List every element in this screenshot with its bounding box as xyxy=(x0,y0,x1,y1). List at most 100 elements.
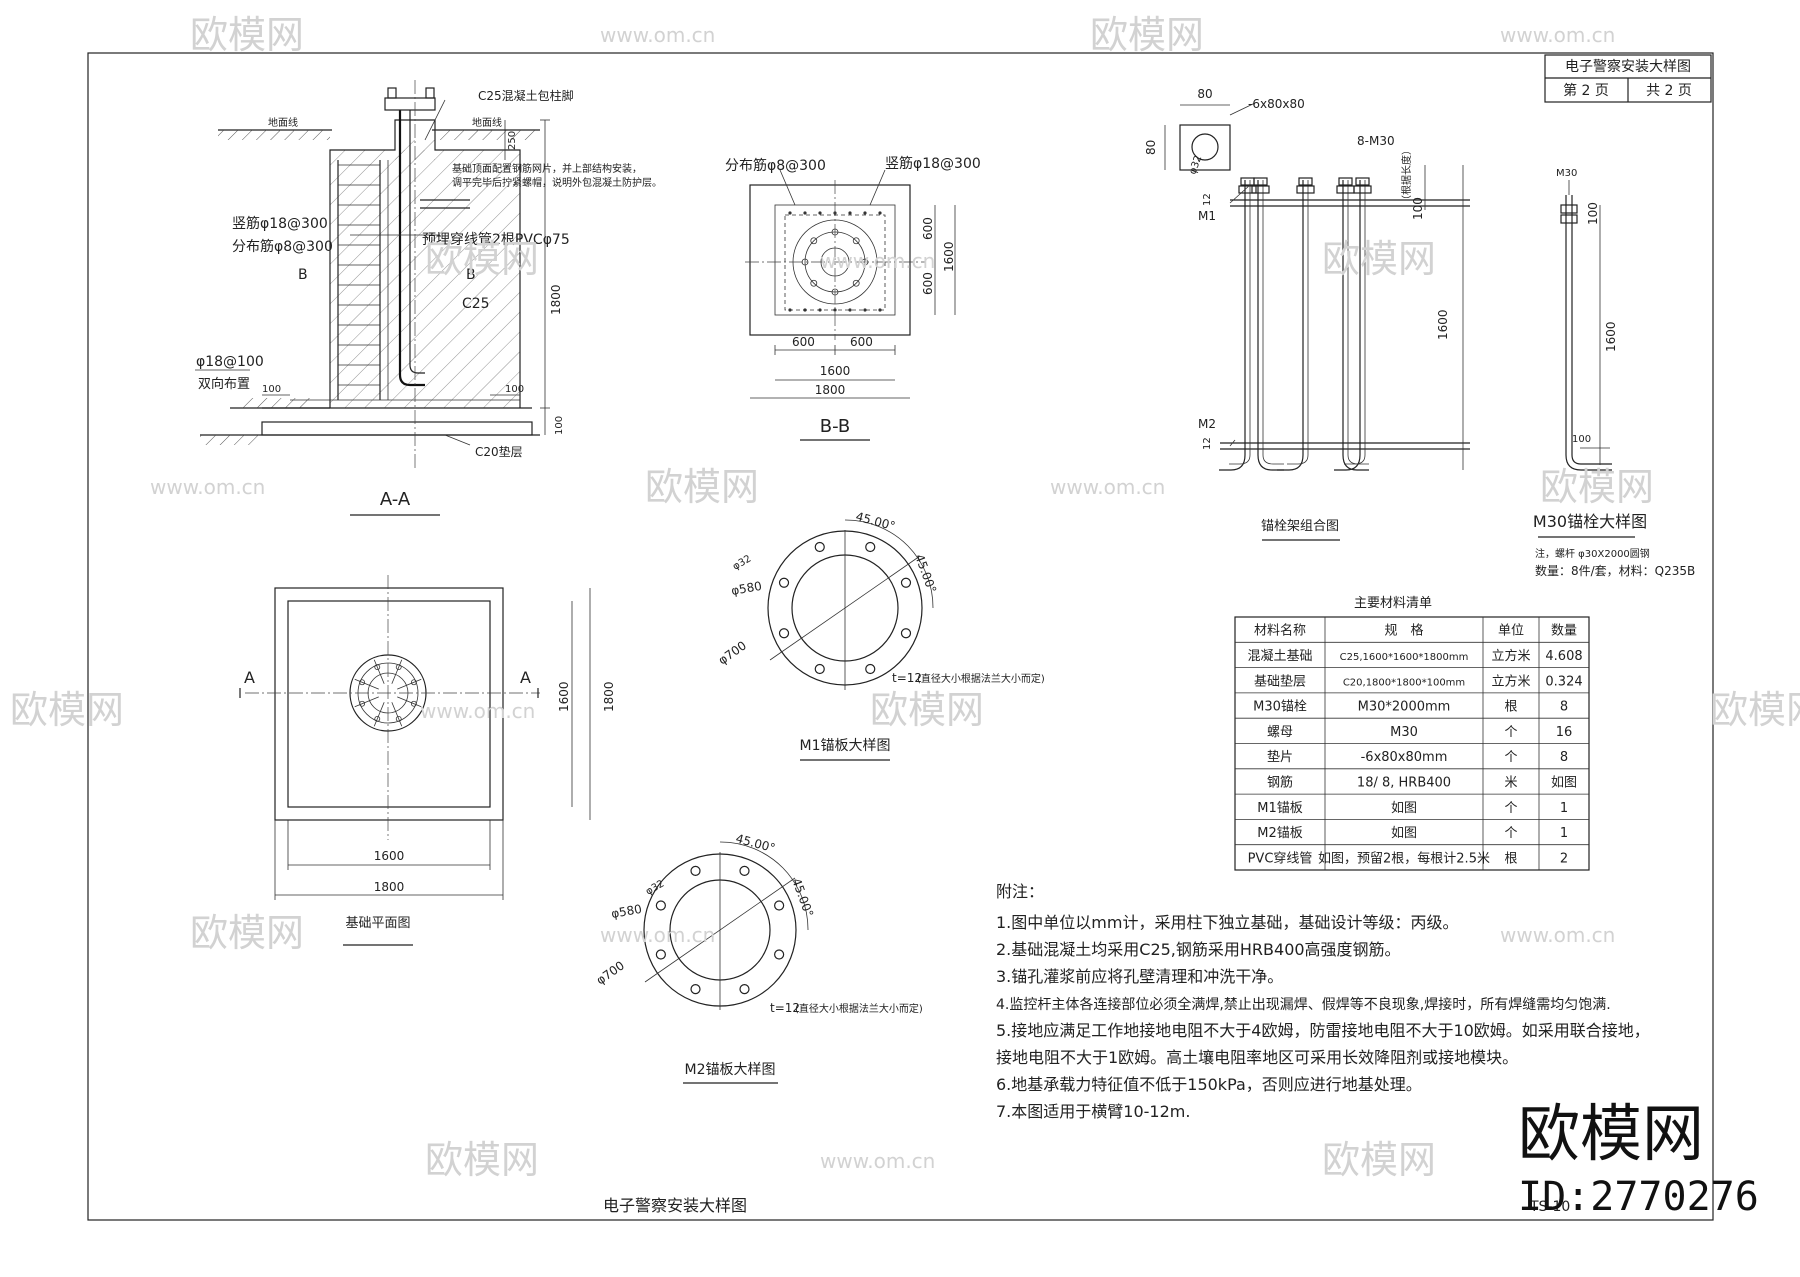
anchor-frame: 80 80 -6x80x80 φ32 8-M30 （根据长度） 12 M1 10… xyxy=(1144,87,1470,541)
table-cell: 根 xyxy=(1504,851,1517,866)
watermark-site: www.om.cn xyxy=(820,1149,935,1173)
watermarks: 欧模网 www.om.cn 欧模网 www.om.cn 欧模网 www.om.c… xyxy=(10,13,1800,1182)
brand-logo: 欧模网 xyxy=(1518,1097,1704,1170)
aa-dist-bar: 分布筋φ8@300 xyxy=(232,238,333,255)
drawing-caption: 电子警察安装大样图 xyxy=(603,1196,747,1215)
m30-dim-100a: 100 xyxy=(1586,202,1600,225)
brand-id: ID:2770276 xyxy=(1518,1174,1759,1220)
af-washer: -6x80x80 xyxy=(1248,97,1305,111)
watermark-brand: 欧模网 xyxy=(870,688,984,732)
table-cell: 1 xyxy=(1560,826,1568,841)
bb-dim-600d: 600 xyxy=(850,335,873,349)
aa-note-line1: 基础顶面配置钢筋网片，并上部结构安装， xyxy=(452,162,642,175)
watermark-brand: 欧模网 xyxy=(1322,237,1436,281)
drawing-number: TS-10 xyxy=(1529,1199,1570,1215)
af-dim-100: 100 xyxy=(1411,197,1425,220)
aa-bidirection: 双向布置 xyxy=(198,376,250,392)
aa-dim-100b: 100 xyxy=(505,384,524,395)
m30-detail: M30 100 1600 100 M30锚栓大样图 注，螺杆 φ30X2000圆… xyxy=(1533,168,1695,578)
watermark-site: www.om.cn xyxy=(600,23,715,47)
watermark-site: www.om.cn xyxy=(150,475,265,499)
bb-vertical-bar: 竖筋φ18@300 xyxy=(885,155,981,172)
table-cell: 根 xyxy=(1504,700,1517,715)
table-cell: 米 xyxy=(1504,775,1517,790)
table-cell: M30*2000mm xyxy=(1358,700,1451,715)
title-block-title: 电子警察安装大样图 xyxy=(1565,58,1691,75)
table-cell: C20,1800*1800*100mm xyxy=(1343,677,1465,688)
table-cell: 个 xyxy=(1504,750,1517,765)
table-header-cell: 规 格 xyxy=(1384,623,1423,639)
watermark-brand: 欧模网 xyxy=(1322,1138,1436,1182)
note-line: 接地电阻不大于1欧姆。高土壤电阻率地区可采用长效降阻剂或接地模块。 xyxy=(996,1048,1518,1067)
plan-dim-1800h: 1800 xyxy=(374,880,405,894)
sheet-frame xyxy=(87,52,1714,1221)
m30-note2: 数量：8件/套，材料：Q235B xyxy=(1535,563,1695,578)
m2-ang2: 45.00° xyxy=(789,876,816,919)
table-cell: 立方米 xyxy=(1491,673,1530,689)
title-block: 电子警察安装大样图 第 2 页 共 2 页 xyxy=(1544,54,1712,103)
watermark-site: www.om.cn xyxy=(600,923,715,947)
bb-dim-600a: 600 xyxy=(921,217,935,240)
aa-c25: C25 xyxy=(462,296,490,312)
m2-ang1: 45.00° xyxy=(734,831,777,855)
m1-thickness-note: (直径大小根据法兰大小而定) xyxy=(917,672,1045,685)
watermark-brand: 欧模网 xyxy=(190,13,304,57)
aa-ground-right: 地面线 xyxy=(472,116,502,129)
m1-phi580: φ580 xyxy=(730,579,763,598)
m1-title: M1锚板大样图 xyxy=(800,738,891,754)
watermark-brand: 欧模网 xyxy=(10,688,124,732)
foundation-plan: A A 1600 1800 1600 1800 基础平面图 xyxy=(239,575,616,946)
plan-dim-1600h: 1600 xyxy=(374,849,405,863)
af-m1: M1 xyxy=(1198,209,1216,223)
m30-label: M30 xyxy=(1556,168,1577,179)
m2-thickness: t=12 xyxy=(770,1001,800,1015)
table-header-cell: 单位 xyxy=(1498,624,1524,639)
table-cell: 16 xyxy=(1556,725,1573,740)
table-cell: M30锚栓 xyxy=(1253,700,1307,715)
aa-b-right: B xyxy=(466,267,476,283)
m1-ang2: 45.00° xyxy=(912,552,939,595)
title-block-total: 共 2 页 xyxy=(1646,83,1692,99)
watermark-site: www.om.cn xyxy=(820,249,935,273)
aa-conduit: 预埋穿线管2根PVCφ75 xyxy=(422,232,570,248)
m2-thickness-note: (直径大小根据法兰大小而定) xyxy=(795,1002,923,1015)
table-cell: 垫片 xyxy=(1267,749,1293,765)
table-header-cell: 数量 xyxy=(1551,624,1577,639)
bb-dim-600b: 600 xyxy=(921,272,935,295)
m1-ang1: 45.00° xyxy=(854,509,897,533)
bb-dim-1600h: 1600 xyxy=(820,364,851,378)
watermark-site: www.om.cn xyxy=(1500,923,1615,947)
bb-dim-600c: 600 xyxy=(792,335,815,349)
m30-note1: 注，螺杆 φ30X2000圆钢 xyxy=(1535,547,1650,560)
aa-dim-100a: 100 xyxy=(262,384,281,395)
table-cell: 如图 xyxy=(1391,800,1417,816)
note-line: 3.锚孔灌浆前应将孔壁清理和冲洗干净。 xyxy=(996,967,1283,986)
plan-title: 基础平面图 xyxy=(345,916,410,931)
af-dim-80side: 80 xyxy=(1144,140,1158,155)
table-cell: 8 xyxy=(1560,700,1568,715)
table-cell: M1锚板 xyxy=(1257,801,1303,816)
aa-vertical-bar: 竖筋φ18@300 xyxy=(232,215,328,232)
watermark-brand: 欧模网 xyxy=(1090,13,1204,57)
watermark-brand: 欧模网 xyxy=(645,465,759,509)
aa-c25-label: C25混凝土包柱脚 xyxy=(478,88,574,103)
watermark-site: www.om.cn xyxy=(1500,23,1615,47)
table-cell: 螺母 xyxy=(1267,725,1293,740)
aa-dim-100c: 100 xyxy=(554,416,565,435)
aa-c20: C20垫层 xyxy=(475,444,523,459)
table-cell: 如图 xyxy=(1391,825,1417,841)
m1-phi32: φ32 xyxy=(731,553,753,572)
af-phi32: φ32 xyxy=(1187,154,1204,176)
m2-plate: 45.00° 45.00° φ32 φ580 φ700 t=12 (直径大小根据… xyxy=(594,831,923,1084)
table-cell: 1 xyxy=(1560,801,1568,816)
table-cell: 立方米 xyxy=(1491,648,1530,664)
aa-title: A-A xyxy=(380,489,411,510)
table-cell: 8 xyxy=(1560,750,1568,765)
m30-dim-1600: 1600 xyxy=(1604,321,1618,352)
note-line: 7.本图适用于横臂10-12m. xyxy=(996,1102,1190,1121)
watermark-site: www.om.cn xyxy=(420,699,535,723)
table-cell: 0.324 xyxy=(1545,674,1582,689)
watermark-brand: 欧模网 xyxy=(190,911,304,955)
table-cell: 4.608 xyxy=(1545,649,1582,664)
